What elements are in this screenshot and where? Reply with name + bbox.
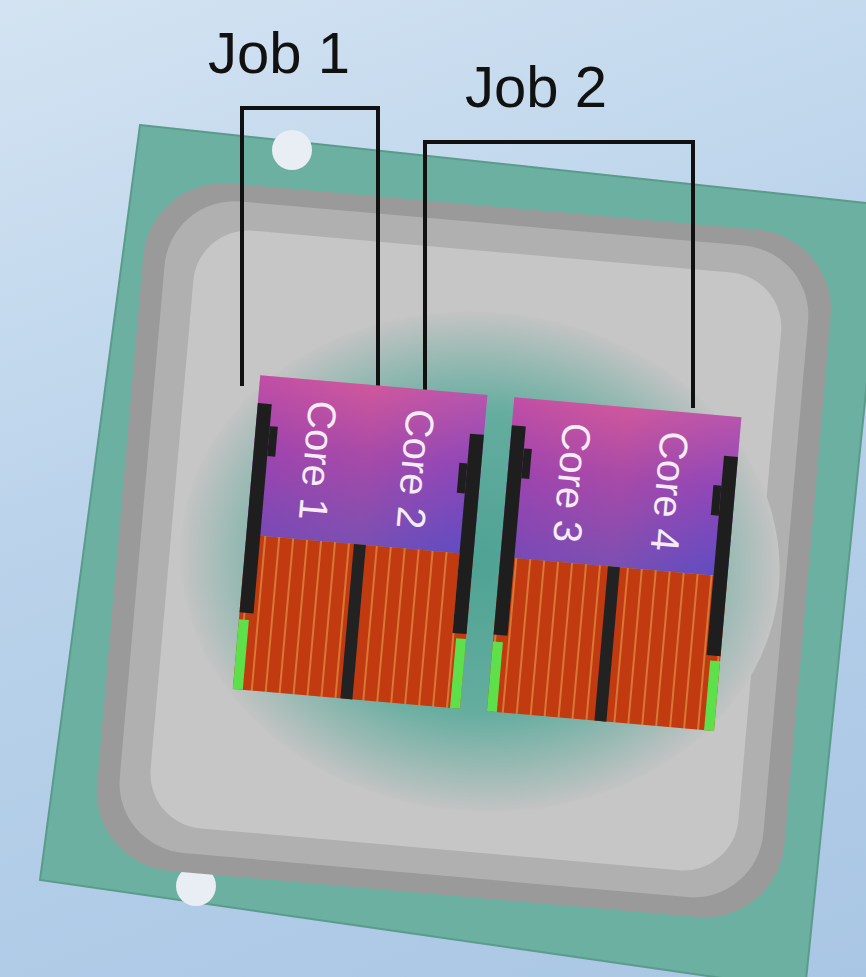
core-box: Core 1 — [264, 380, 373, 542]
core-area — [246, 375, 487, 554]
cache-divider — [340, 544, 365, 699]
die-edge — [711, 485, 722, 516]
die — [233, 375, 488, 709]
job-label: Job 1 — [208, 24, 350, 82]
die-edge — [707, 456, 738, 656]
die-contact — [704, 660, 720, 731]
die-contact — [487, 641, 503, 712]
cache-area — [233, 535, 474, 709]
notch — [272, 130, 312, 170]
core-label: Core 4 — [645, 430, 695, 553]
heat-spreader-step — [114, 195, 815, 903]
core-label: Core 1 — [293, 399, 343, 522]
core-area-tint — [500, 397, 741, 576]
core-box: Core 4 — [615, 410, 724, 572]
die-contact — [450, 638, 466, 709]
core-area-tint — [246, 375, 487, 554]
die-edge — [453, 434, 484, 634]
core-label: Core 3 — [547, 421, 597, 544]
die-contact — [233, 619, 249, 690]
heat-spreader-rim — [90, 177, 838, 925]
die-edge — [267, 426, 278, 457]
die-edge — [457, 463, 468, 494]
job-brackets — [242, 108, 693, 408]
die-edge — [494, 425, 526, 635]
die-edge — [521, 448, 532, 479]
job-label: Job 2 — [465, 58, 607, 116]
die-edge — [240, 403, 272, 613]
die — [487, 397, 742, 731]
core-label: Core 2 — [391, 408, 441, 531]
substrate — [40, 125, 866, 977]
core-box: Core 2 — [361, 388, 470, 550]
core-box: Core 3 — [518, 402, 627, 564]
die-window — [159, 287, 800, 837]
cache-area — [487, 557, 728, 731]
cache-divider — [594, 566, 619, 721]
core-area — [500, 397, 741, 576]
